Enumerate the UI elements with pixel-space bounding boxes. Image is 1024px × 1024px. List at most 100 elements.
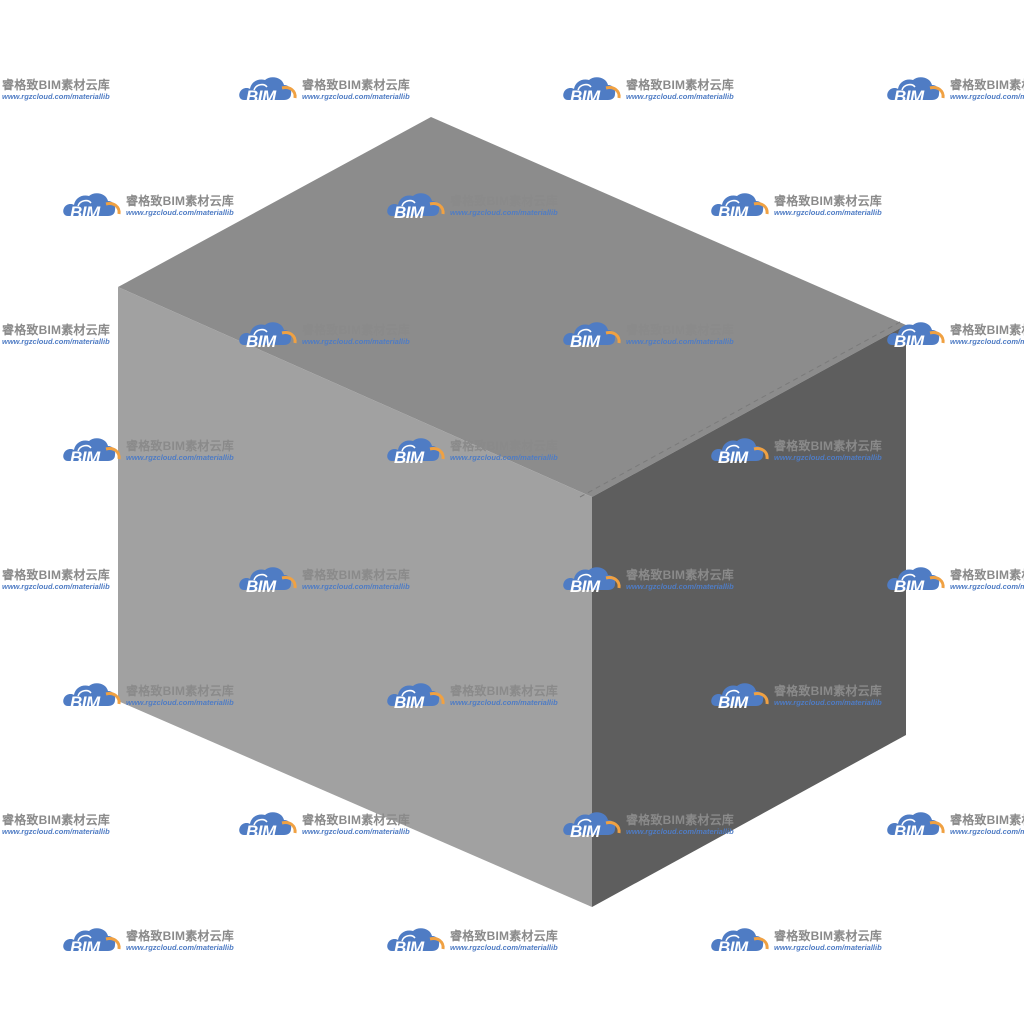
watermark-title: 睿格致BIM素材云库 <box>774 194 882 208</box>
watermark-url: www.rgzcloud.com/materiallib <box>302 337 410 346</box>
watermark-title: 睿格致BIM素材云库 <box>626 78 734 92</box>
watermark: BIM 睿格致BIM素材云库 www.rgzcloud.com/material… <box>886 560 1024 600</box>
watermark-url: www.rgzcloud.com/materiallib <box>2 92 110 101</box>
watermark: BIM 睿格致BIM素材云库 www.rgzcloud.com/material… <box>562 70 752 110</box>
watermark-logo-text: BIM <box>718 938 748 957</box>
watermark-title: 睿格致BIM素材云库 <box>774 439 882 453</box>
watermark-title: 睿格致BIM素材云库 <box>2 813 110 827</box>
watermark-url: www.rgzcloud.com/materiallib <box>950 337 1024 346</box>
watermark-logo-text: BIM <box>894 822 924 841</box>
watermark-title: 睿格致BIM素材云库 <box>126 684 234 698</box>
watermark-logo-text: BIM <box>394 448 424 467</box>
watermark-logo-text: BIM <box>70 693 100 712</box>
watermark-url: www.rgzcloud.com/materiallib <box>774 453 882 462</box>
watermark-title: 睿格致BIM素材云库 <box>950 568 1024 582</box>
cloud-logo-icon <box>63 928 121 951</box>
cloud-logo-icon <box>239 77 297 100</box>
watermark-url: www.rgzcloud.com/materiallib <box>2 337 110 346</box>
box-side-face <box>592 325 906 907</box>
cloud-logo-icon <box>63 683 121 706</box>
watermark-logo-text: BIM <box>246 577 276 596</box>
watermark-url: www.rgzcloud.com/materiallib <box>126 208 234 217</box>
watermark-title: 睿格致BIM素材云库 <box>302 323 410 337</box>
watermark-url: www.rgzcloud.com/materiallib <box>774 698 882 707</box>
watermark-logo-text: BIM <box>718 448 748 467</box>
watermark-url: www.rgzcloud.com/materiallib <box>450 698 558 707</box>
watermark-url: www.rgzcloud.com/materiallib <box>626 827 734 836</box>
watermark-url: www.rgzcloud.com/materiallib <box>950 92 1024 101</box>
watermark-title: 睿格致BIM素材云库 <box>126 929 234 943</box>
watermark: BIM 睿格致BIM素材云库 www.rgzcloud.com/material… <box>710 676 900 716</box>
watermark: BIM 睿格致BIM素材云库 www.rgzcloud.com/material… <box>62 676 252 716</box>
cloud-logo-icon <box>239 322 297 345</box>
watermark-url: www.rgzcloud.com/materiallib <box>450 453 558 462</box>
watermark: BIM 睿格致BIM素材云库 www.rgzcloud.com/material… <box>710 186 900 226</box>
watermark-title: 睿格致BIM素材云库 <box>2 323 110 337</box>
watermark-url: www.rgzcloud.com/materiallib <box>774 943 882 952</box>
cloud-logo-icon <box>239 567 297 590</box>
watermark-logo-text: BIM <box>70 448 100 467</box>
watermark-url: www.rgzcloud.com/materiallib <box>626 92 734 101</box>
watermark-url: www.rgzcloud.com/materiallib <box>126 698 234 707</box>
watermark-title: 睿格致BIM素材云库 <box>626 568 734 582</box>
watermark: BIM 睿格致BIM素材云库 www.rgzcloud.com/material… <box>0 805 128 845</box>
watermark-logo-text: BIM <box>570 822 600 841</box>
watermark-url: www.rgzcloud.com/materiallib <box>950 827 1024 836</box>
cloud-logo-icon <box>711 683 769 706</box>
cloud-logo-icon <box>387 193 445 216</box>
watermark-title: 睿格致BIM素材云库 <box>450 684 558 698</box>
watermark-title: 睿格致BIM素材云库 <box>450 194 558 208</box>
watermark: BIM 睿格致BIM素材云库 www.rgzcloud.com/material… <box>562 560 752 600</box>
watermark-url: www.rgzcloud.com/materiallib <box>950 582 1024 591</box>
watermark-logo-text: BIM <box>718 203 748 222</box>
cloud-logo-icon <box>711 438 769 461</box>
watermark-url: www.rgzcloud.com/materiallib <box>302 92 410 101</box>
watermark-url: www.rgzcloud.com/materiallib <box>126 453 234 462</box>
watermark-title: 睿格致BIM素材云库 <box>950 323 1024 337</box>
cloud-logo-icon <box>239 812 297 835</box>
cloud-logo-icon <box>563 812 621 835</box>
cloud-logo-icon <box>887 77 945 100</box>
watermark: BIM 睿格致BIM素材云库 www.rgzcloud.com/material… <box>62 921 252 961</box>
cloud-logo-icon <box>563 567 621 590</box>
watermark-logo-text: BIM <box>570 577 600 596</box>
watermark: BIM 睿格致BIM素材云库 www.rgzcloud.com/material… <box>886 70 1024 110</box>
watermark-title: 睿格致BIM素材云库 <box>950 78 1024 92</box>
box-top-face <box>118 117 906 497</box>
watermark-title: 睿格致BIM素材云库 <box>774 929 882 943</box>
watermark-title: 睿格致BIM素材云库 <box>626 813 734 827</box>
watermark: BIM 睿格致BIM素材云库 www.rgzcloud.com/material… <box>710 921 900 961</box>
watermark-url: www.rgzcloud.com/materiallib <box>626 582 734 591</box>
watermark: BIM 睿格致BIM素材云库 www.rgzcloud.com/material… <box>386 676 576 716</box>
watermark: BIM 睿格致BIM素材云库 www.rgzcloud.com/material… <box>562 315 752 355</box>
cloud-logo-icon <box>887 567 945 590</box>
cloud-logo-icon <box>63 193 121 216</box>
watermark-title: 睿格致BIM素材云库 <box>774 684 882 698</box>
cloud-logo-icon <box>563 322 621 345</box>
watermark-logo-text: BIM <box>894 577 924 596</box>
watermark-url: www.rgzcloud.com/materiallib <box>774 208 882 217</box>
watermark-title: 睿格致BIM素材云库 <box>626 323 734 337</box>
watermark-logo-text: BIM <box>894 332 924 351</box>
watermark: BIM 睿格致BIM素材云库 www.rgzcloud.com/material… <box>886 315 1024 355</box>
watermark-logo-text: BIM <box>70 938 100 957</box>
cloud-logo-icon <box>387 438 445 461</box>
watermark-logo-text: BIM <box>246 822 276 841</box>
cloud-logo-icon <box>887 322 945 345</box>
cloud-logo-icon <box>387 683 445 706</box>
watermark: BIM 睿格致BIM素材云库 www.rgzcloud.com/material… <box>0 560 128 600</box>
watermark-title: 睿格致BIM素材云库 <box>126 439 234 453</box>
watermark-url: www.rgzcloud.com/materiallib <box>126 943 234 952</box>
watermark-title: 睿格致BIM素材云库 <box>126 194 234 208</box>
watermark: BIM 睿格致BIM素材云库 www.rgzcloud.com/material… <box>238 315 428 355</box>
cloud-logo-icon <box>711 193 769 216</box>
watermark: BIM 睿格致BIM素材云库 www.rgzcloud.com/material… <box>562 805 752 845</box>
watermark: BIM 睿格致BIM素材云库 www.rgzcloud.com/material… <box>386 921 576 961</box>
watermark: BIM 睿格致BIM素材云库 www.rgzcloud.com/material… <box>238 805 428 845</box>
watermark: BIM 睿格致BIM素材云库 www.rgzcloud.com/material… <box>238 70 428 110</box>
watermark-url: www.rgzcloud.com/materiallib <box>302 827 410 836</box>
watermark: BIM 睿格致BIM素材云库 www.rgzcloud.com/material… <box>386 186 576 226</box>
watermark: BIM 睿格致BIM素材云库 www.rgzcloud.com/material… <box>0 315 128 355</box>
watermark: BIM 睿格致BIM素材云库 www.rgzcloud.com/material… <box>886 805 1024 845</box>
